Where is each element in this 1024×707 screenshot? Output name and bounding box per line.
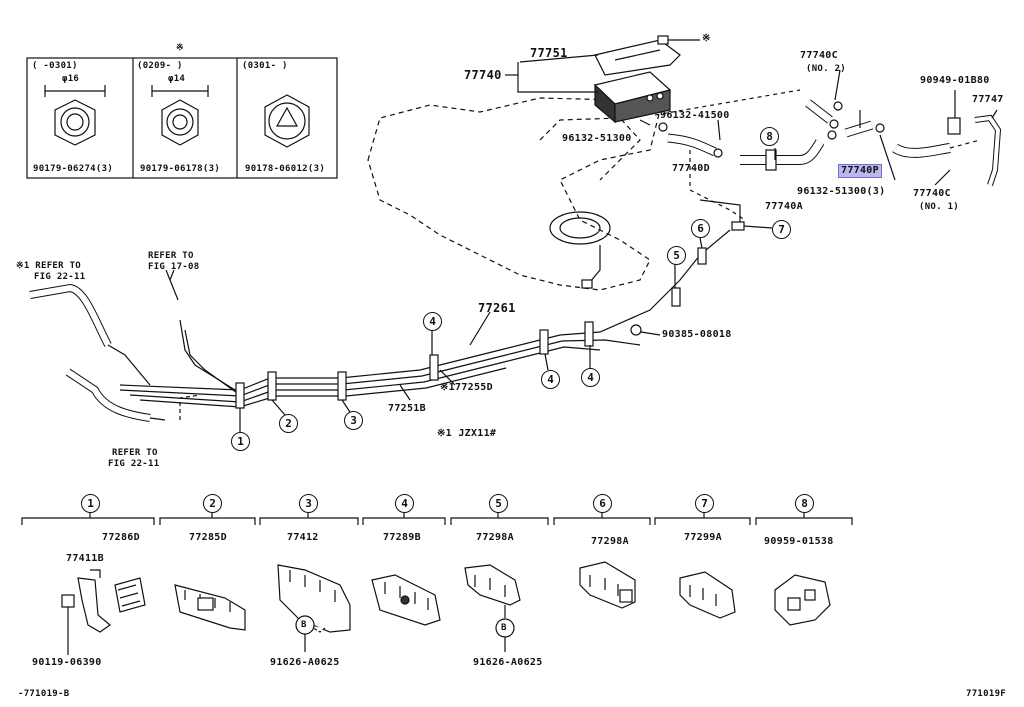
nut-icon [264,94,310,148]
footer-right: 771019F [966,689,1007,699]
clamp-1-part-77286D[interactable]: 77286D [102,532,140,543]
inset-part-1: 90179-06274(3) [33,164,114,174]
inset-date-1: ( -0301) [32,61,78,71]
clamp-shape-8 [774,574,831,626]
part-77740[interactable]: 77740 [464,68,502,82]
note-jzx11: ※1 JZX11# [437,428,497,439]
inset-part-2: 90179-06178(3) [140,164,221,174]
part-96132-51300[interactable]: 96132-51300 [562,133,632,144]
refer-fig22-bottom: REFER TO [112,448,158,458]
ref-6: 6 [691,219,710,238]
ref-4b: 4 [541,370,560,389]
clamp-num-6: 6 [593,494,612,513]
clamp-3-part-77412[interactable]: 77412 [287,532,319,543]
part-177255D[interactable]: ※177255D [440,382,493,393]
inset-size-1: φ16 [62,74,80,84]
refer-fig22-top: ※1 REFER TO [16,261,82,271]
ref-5: 5 [667,246,686,265]
refer-fig22-bottom-fig: FIG 22-11 [108,459,160,469]
clamp-7-part-77299A[interactable]: 77299A [684,532,722,543]
clamp-num-5: 5 [489,494,508,513]
ref-4c: 4 [581,368,600,387]
ref-3: 3 [344,411,363,430]
inset-part-3: 90178-06012(3) [245,164,326,174]
ref-7: 7 [772,220,791,239]
clamp-num-1: 1 [81,494,100,513]
no1-label: (NO. 1) [919,202,960,212]
footer-left: -771019-B [18,689,70,699]
clamp-shape-3 [277,564,351,633]
refer-fig17: REFER TO [148,251,194,261]
part-77747[interactable]: 77747 [972,94,1004,105]
inset-size-2: φ14 [168,74,186,84]
ref-1: 1 [231,432,250,451]
clamp-legend-brackets [21,512,853,525]
part-96132-51300-3[interactable]: 96132-51300(3) [797,186,886,197]
part-77251B[interactable]: 77251B [388,403,426,414]
clamp-3-b-label: B [301,620,307,630]
clamp-1-part-77411B[interactable]: 77411B [66,553,104,564]
clamp-4-part-77289B[interactable]: 77289B [383,532,421,543]
clamp-shape-6 [579,561,636,609]
clamp-num-7: 7 [695,494,714,513]
part-90949-01B80[interactable]: 90949-01B80 [920,75,990,86]
no2-label: (NO. 2) [806,64,847,74]
part-77740C-no1[interactable]: 77740C [913,188,951,199]
part-77740C-no2[interactable]: 77740C [800,50,838,61]
clamp-shape-7 [679,571,736,619]
part-77740P[interactable]: 77740P [838,164,882,178]
clamp-num-4: 4 [395,494,414,513]
ref-4a: 4 [423,312,442,331]
clamp-3-part-91626[interactable]: 91626-A0625 [270,657,340,668]
inset-star: ※ [176,43,184,53]
inset-frame [26,57,338,179]
clamp-num-2: 2 [203,494,222,513]
star-mark: ※ [702,33,711,44]
fuel-pipe-bundle [119,199,741,408]
part-77751[interactable]: 77751 [530,46,568,60]
part-77261[interactable]: 77261 [478,301,516,315]
part-90385-08018[interactable]: 90385-08018 [662,329,732,340]
part-77740D[interactable]: 77740D [672,163,710,174]
ref-8: 8 [760,127,779,146]
clamp-num-3: 3 [299,494,318,513]
ref-2: 2 [279,414,298,433]
inset-date-2: (0209- ) [137,61,183,71]
pump-opening [549,211,611,245]
canister-bracket [594,35,681,76]
refer-fig17-fig: FIG 17-08 [148,262,200,272]
clamp-shape-4 [371,574,441,626]
refer-fig22-top-fig: FIG 22-11 [34,272,86,282]
fuel-tank-outline [367,97,661,291]
clamp-2-part-77285D[interactable]: 77285D [189,532,227,543]
clamp-6-part-77298A[interactable]: 77298A [591,536,629,547]
clamp-5-part-77298A[interactable]: 77298A [476,532,514,543]
clamp-num-8: 8 [795,494,814,513]
clamp-5-part-91626[interactable]: 91626-A0625 [473,657,543,668]
charcoal-canister [593,71,672,124]
nut-icon [44,85,106,146]
part-77740A[interactable]: 77740A [765,201,803,212]
clamp-shape-2 [174,584,246,631]
part-96132-41500[interactable]: 96132-41500 [660,110,730,121]
nut-icon [151,85,209,146]
clamp-shape-5 [464,564,521,618]
clamp-8-part-90959[interactable]: 90959-01538 [764,536,834,547]
clamp-5-b-label: B [501,623,507,633]
clamp-shape-1 [61,577,146,635]
inset-date-3: (0301- ) [242,61,288,71]
clamp-1-part-90119[interactable]: 90119-06390 [32,657,102,668]
